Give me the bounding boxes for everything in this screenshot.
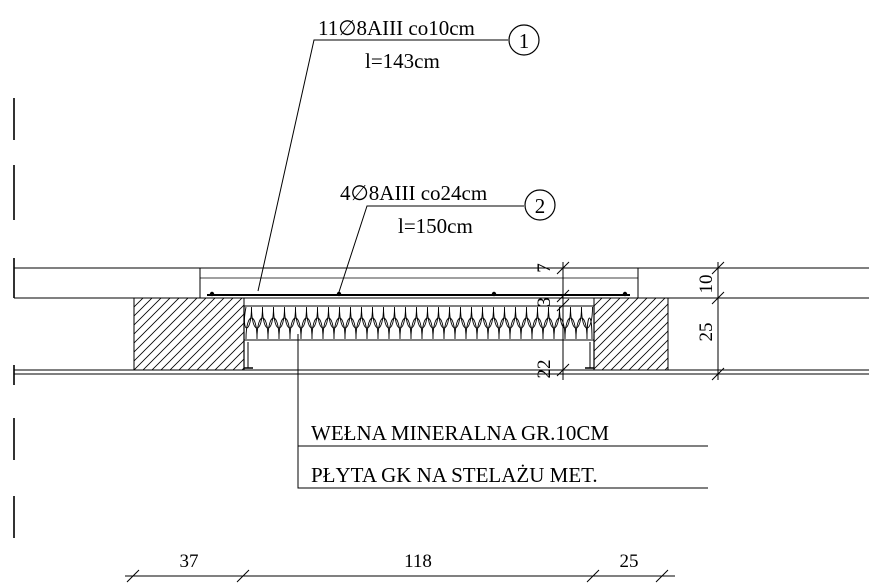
dimension-right-span: 25: [620, 551, 639, 572]
svg-text:2: 2: [535, 194, 546, 218]
dim-tick: [236, 569, 250, 583]
dimension-bottom: 22: [534, 360, 555, 379]
dim-tick: [556, 289, 570, 303]
bar-1-spec: 11∅8AIII co10cm: [318, 16, 475, 40]
dim-tick: [711, 367, 725, 381]
dimension-beam: 25: [696, 323, 717, 342]
bar-2-length: l=150cm: [398, 214, 473, 238]
bar-2-marker: 2: [524, 189, 556, 221]
dim-tick: [556, 363, 570, 377]
rebar-points: [209, 291, 628, 297]
bar-1-marker: 1: [508, 24, 540, 56]
dimension-gap: 3: [534, 297, 555, 307]
rebar-dot: [336, 291, 342, 297]
insulation-label: WEŁNA MINERALNA GR.10CM: [311, 421, 609, 445]
right-wall: [593, 297, 669, 371]
dim-tick: [556, 261, 570, 275]
leader-lines: [257, 39, 708, 489]
inner-vertical-dimension: [553, 261, 571, 380]
horizontal-dimension: [125, 569, 675, 583]
svg-text:1: 1: [519, 29, 530, 53]
left-wall: [133, 297, 245, 371]
dim-tick: [556, 298, 570, 312]
dim-tick: [586, 569, 600, 583]
rebar-dot: [491, 291, 497, 297]
mineral-wool: [243, 305, 595, 341]
rebar-dot: [622, 291, 628, 297]
bar-1-length: l=143cm: [365, 49, 440, 73]
rebar-dot: [209, 291, 215, 297]
dim-tick: [126, 569, 140, 583]
concrete-topping: [199, 267, 639, 299]
dimension-topping: 7: [534, 263, 555, 273]
dim-tick: [655, 569, 669, 583]
drywall-ceiling: [243, 306, 595, 370]
dimension-middle-span: 118: [404, 551, 432, 572]
dim-tick: [711, 261, 725, 275]
bar-2-spec: 4∅8AIII co24cm: [340, 181, 487, 205]
outer-vertical-dimension: [711, 261, 725, 381]
dimension-slab: 10: [696, 275, 717, 294]
dimension-left-span: 37: [180, 551, 199, 572]
dim-tick: [711, 291, 725, 305]
drywall-label: PŁYTA GK NA STELAŻU MET.: [311, 463, 598, 487]
